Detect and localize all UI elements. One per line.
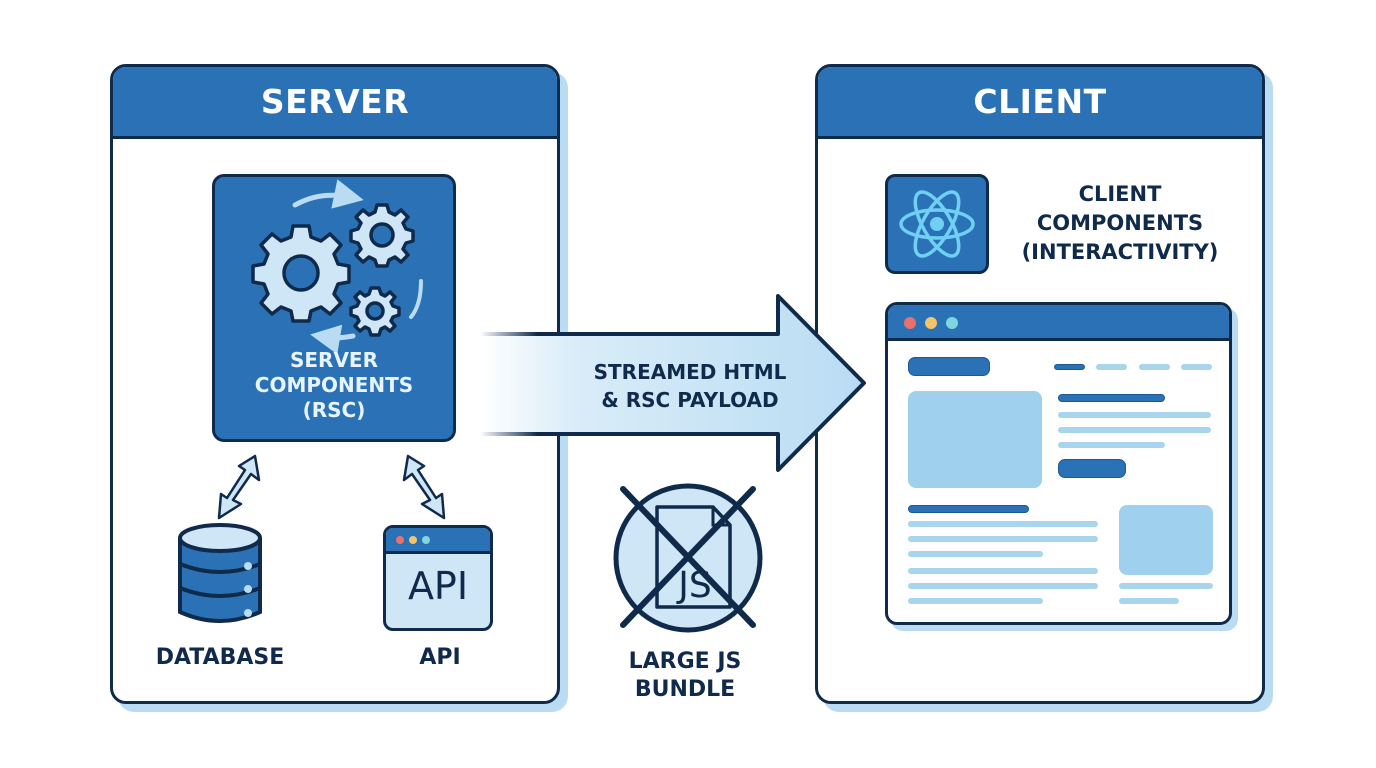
mock-nav-item — [1181, 364, 1212, 370]
no-js-bundle-icon: JS — [613, 483, 763, 633]
server-components-label: SERVER COMPONENTS (RSC) — [254, 348, 414, 422]
browser-dot-teal — [946, 317, 958, 329]
mock-nav-item — [1054, 364, 1085, 370]
mock-text-line — [908, 583, 1098, 589]
api-window-icon: API — [383, 525, 493, 631]
mock-nav-item — [1139, 364, 1170, 370]
stream-arrow-icon — [480, 294, 866, 472]
api-label: API — [419, 645, 461, 670]
js-icon-text: JS — [676, 565, 711, 606]
mock-side-image — [1119, 505, 1213, 575]
mock-nav-item — [1096, 364, 1127, 370]
large-js-bundle-label: LARGE JS BUNDLE — [628, 649, 742, 702]
react-atom-icon — [885, 174, 989, 274]
server-title: SERVER — [113, 67, 557, 139]
mock-text-line — [908, 521, 1098, 527]
browser-titlebar — [888, 305, 1229, 341]
database-icon — [178, 523, 262, 623]
gears-icon — [251, 179, 423, 355]
db-bidirectional-arrow-icon — [217, 454, 261, 520]
mock-text-line — [1119, 583, 1213, 589]
mock-text-line — [908, 536, 1098, 542]
client-title: CLIENT — [818, 67, 1262, 139]
mock-logo — [908, 357, 990, 376]
mock-text-line — [908, 568, 1098, 574]
mock-heading — [908, 505, 1029, 513]
mock-heading — [1058, 394, 1165, 402]
mock-text-line — [1058, 412, 1211, 418]
mock-button — [1058, 459, 1126, 478]
server-components-box — [212, 174, 456, 442]
stream-label: STREAMED HTML & RSC PAYLOAD — [593, 360, 787, 412]
mock-text-line — [908, 551, 1043, 557]
browser-dot-red — [904, 317, 916, 329]
browser-dot-yellow — [925, 317, 937, 329]
api-icon-text: API — [407, 564, 469, 608]
mock-text-line — [908, 598, 1043, 604]
api-bidirectional-arrow-icon — [402, 454, 446, 520]
mock-text-line — [1119, 598, 1179, 604]
database-label: DATABASE — [155, 645, 285, 670]
mock-text-line — [1058, 427, 1211, 433]
mock-text-line — [1058, 442, 1165, 448]
mock-hero-image — [908, 391, 1042, 488]
client-components-label: CLIENT COMPONENTS (INTERACTIVITY) — [1021, 182, 1219, 264]
browser-window-icon — [885, 302, 1232, 625]
